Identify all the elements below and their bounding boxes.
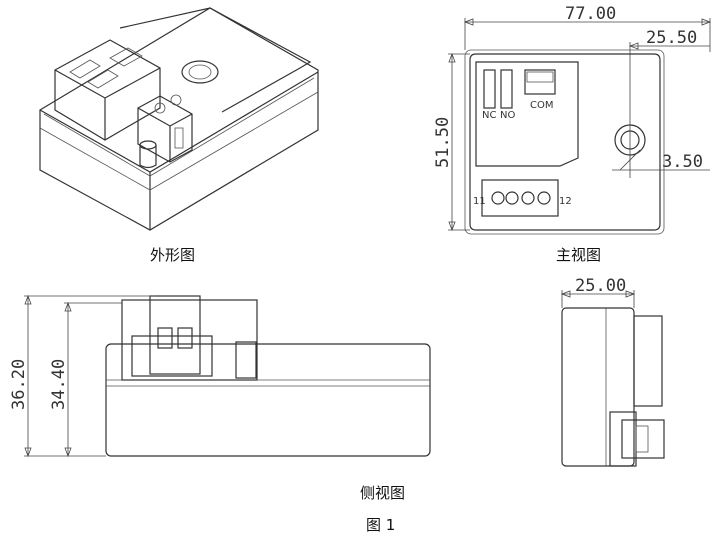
caption-figure: 图 1 [366, 516, 396, 534]
end-view [560, 290, 665, 467]
iso-body-outline [39, 7, 319, 231]
dim-arrow-77-right [701, 18, 712, 26]
iso-top-cover [119, 7, 312, 113]
front-relay-plate [475, 61, 579, 167]
end-terminal-body [621, 419, 665, 459]
front-terminal-screw-2 [505, 191, 519, 205]
dim-arrow-25-5 [628, 42, 639, 50]
iso-knob-top [139, 140, 157, 150]
side-relay [121, 299, 258, 381]
iso-screw-2 [170, 94, 182, 106]
front-slot-no [483, 69, 496, 109]
front-view [448, 18, 712, 235]
iso-slot-2 [87, 69, 119, 89]
dim-arrow-51-5-bottom [448, 221, 456, 232]
side-terminal-slot-2 [177, 327, 193, 349]
caption-side: 侧视图 [360, 484, 406, 502]
dim-arrow-25-left [560, 290, 571, 298]
side-terminal-slot-1 [157, 327, 173, 349]
iso-hole-inner [188, 64, 212, 80]
end-relay [633, 315, 663, 407]
iso-bevel [43, 77, 315, 177]
dim-arrow-25-right [625, 290, 636, 298]
dim-arrow-77-left [463, 18, 474, 26]
label-nc: NC [482, 110, 496, 121]
iso-seam [39, 91, 319, 191]
front-terminal-block [481, 179, 559, 217]
iso-terminal-slot [174, 127, 184, 149]
front-slot-com-inner [526, 71, 554, 83]
dim-text-3-5: 3.50 [662, 152, 703, 172]
end-terminal-slot [635, 425, 649, 453]
iso-hole-outer [181, 60, 219, 84]
iso-slot-3 [109, 47, 143, 67]
dim-text-25: 25.00 [575, 276, 626, 296]
front-slot-nc [500, 69, 513, 109]
dim-text-36-2: 36.20 [9, 359, 29, 410]
isometric-view [39, 7, 319, 231]
dim-arrow-34-4-top [64, 301, 72, 312]
caption-iso: 外形图 [150, 246, 196, 264]
front-terminal-screw-4 [537, 191, 551, 205]
dim-arrow-51-5-top [448, 52, 456, 63]
dim-text-51-5: 51.50 [433, 117, 453, 168]
iso-knob [139, 145, 157, 169]
side-terminal [149, 295, 201, 375]
iso-relay-block [54, 39, 161, 141]
dim-leader-3-5 [619, 149, 641, 171]
label-no: NO [500, 110, 515, 121]
front-body-outline [469, 53, 661, 231]
iso-screw-1 [154, 102, 166, 114]
side-knob [235, 341, 257, 379]
caption-front: 主视图 [556, 246, 602, 264]
front-terminal-screw-3 [521, 191, 535, 205]
label-terminal-11: 11 [473, 196, 486, 207]
iso-terminal-block [137, 95, 193, 163]
dim-text-77: 77.00 [565, 4, 616, 24]
dim-text-25-5: 25.50 [646, 28, 697, 48]
side-body [105, 343, 431, 457]
label-com: COM [530, 100, 553, 111]
dim-arrow-34-4-bottom [64, 447, 72, 458]
iso-terminal-top [137, 107, 193, 127]
dim-text-34-4: 34.40 [49, 359, 69, 410]
front-terminal-screw-1 [491, 191, 505, 205]
label-terminal-12: 12 [559, 196, 572, 207]
front-flange [464, 49, 665, 235]
end-body [561, 307, 635, 467]
front-slot-com [524, 69, 556, 95]
dim-arrow-36-2-top [24, 294, 32, 305]
side-view [24, 294, 431, 458]
iso-slot-1 [69, 59, 101, 79]
dim-arrow-36-2-bottom [24, 447, 32, 458]
